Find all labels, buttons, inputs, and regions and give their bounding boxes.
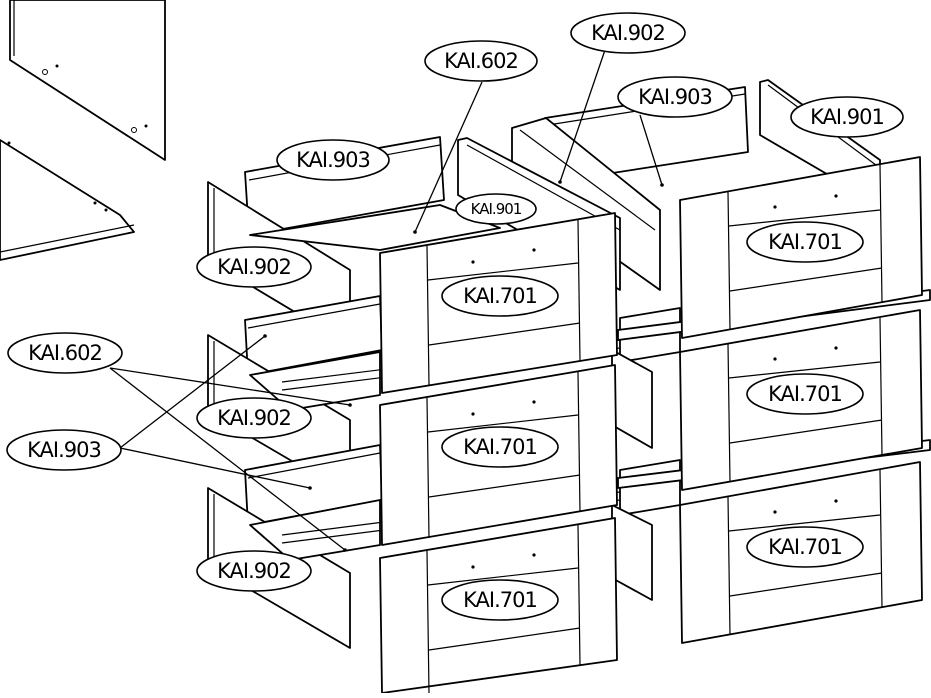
part-label-text: KAI.602 [444,49,518,73]
part-label-kai901-right: KAI.901 [790,96,904,138]
part-label-text: KAI.701 [768,535,842,559]
part-label-kai901-small: KAI.901 [455,193,537,225]
cabinet-bottom-panel [0,139,135,261]
leader-lines [109,49,664,552]
part-label-kai602-top: KAI.602 [424,40,538,82]
part-label-text: KAI.903 [296,148,370,172]
part-label-text: KAI.701 [463,588,537,612]
part-label-kai701-mid-right: KAI.701 [746,373,864,415]
part-label-kai902-middle: KAI.902 [196,397,312,439]
part-label-text: KAI.602 [28,341,102,365]
part-label-text: KAI.902 [217,255,291,279]
part-label-kai903-left: KAI.903 [276,139,390,181]
part-label-text: KAI.701 [768,230,842,254]
part-label-text: KAI.701 [463,435,537,459]
part-label-kai902-lower: KAI.902 [196,550,312,592]
part-label-kai902-top: KAI.902 [570,12,686,54]
cabinet-side-panel [9,0,166,161]
part-label-text: KAI.902 [591,21,665,45]
part-label-text: KAI.902 [217,406,291,430]
part-label-kai602-side: KAI.602 [7,332,123,374]
part-label-text: KAI.701 [463,284,537,308]
part-label-kai903-side: KAI.903 [6,429,122,471]
part-label-text: KAI.701 [768,382,842,406]
part-label-kai701-top-left: KAI.701 [441,275,559,317]
part-label-kai902-upper: KAI.902 [196,246,312,288]
part-label-kai701-top-right: KAI.701 [746,221,864,263]
part-label-kai701-bot-right: KAI.701 [746,526,864,568]
left-drawer-bot-box [207,444,383,649]
part-label-text: KAI.901 [471,200,522,218]
part-label-text: KAI.901 [810,105,884,129]
part-label-text: KAI.903 [638,85,712,109]
part-label-text: KAI.903 [27,438,101,462]
part-label-kai701-mid-left: KAI.701 [441,426,559,468]
part-label-kai701-bot-left: KAI.701 [441,579,559,621]
part-label-kai903-right: KAI.903 [617,76,733,118]
part-label-text: KAI.902 [217,559,291,583]
